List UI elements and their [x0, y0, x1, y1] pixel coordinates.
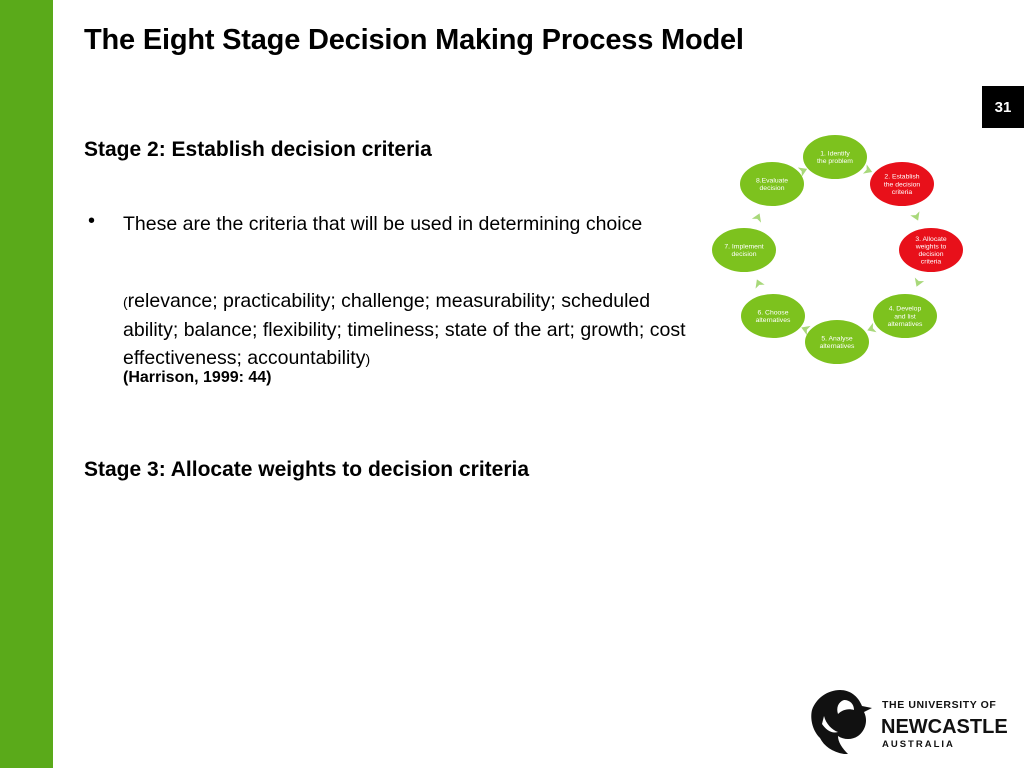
- cycle-arrow-icon: [862, 164, 873, 174]
- cycle-node-label: 7. Implement: [724, 244, 763, 251]
- cycle-node-label: decision: [732, 251, 757, 258]
- cycle-arrow-icon: [751, 213, 762, 223]
- citation: (Harrison, 1999: 44): [123, 369, 272, 386]
- cycle-node-shape: [805, 320, 869, 364]
- cycle-node-label: criteria: [892, 189, 913, 196]
- slide-title: The Eight Stage Decision Making Process …: [84, 24, 744, 56]
- cycle-arrow-icon: [914, 277, 925, 287]
- logo-line-1: THE UNIVERSITY OF: [882, 699, 996, 711]
- cycle-arrow-icon: [797, 167, 808, 177]
- bullet-marker: •: [88, 210, 96, 232]
- cycle-node-label: 4. Develop: [889, 306, 922, 313]
- cycle-node-shape: [712, 228, 776, 272]
- cycle-node-label: the decision: [884, 181, 920, 188]
- cycle-arrow-icon: [801, 325, 811, 336]
- cycle-node-label: the problem: [817, 158, 853, 165]
- cycle-node-shape: [873, 294, 937, 338]
- close-paren: ): [365, 351, 371, 367]
- stage-2-heading: Stage 2: Establish decision criteria: [84, 138, 432, 161]
- cycle-node-label: 8.Evaluate: [756, 178, 788, 185]
- cycle-node-label: 2. Establish: [884, 174, 919, 181]
- cycle-node-label: 5. Analyse: [821, 336, 853, 343]
- bullet-text: These are the criteria that will be used…: [123, 213, 643, 235]
- logo-line-2: NEWCASTLE: [881, 716, 1008, 738]
- cycle-node-shape: [899, 228, 963, 272]
- cycle-node-label: 6. Choose: [758, 310, 789, 317]
- cycle-node-shape: [803, 135, 867, 179]
- stage-3-heading: Stage 3: Allocate weights to decision cr…: [84, 458, 530, 481]
- cycle-node-label: weights to: [915, 244, 947, 251]
- cycle-node-label: alternatives: [820, 343, 855, 350]
- university-logo: THE UNIVERSITY OF NEWCASTLE AUSTRALIA: [811, 690, 1008, 754]
- cycle-node-label: criteria: [921, 259, 942, 266]
- cycle-node-label: alternatives: [756, 317, 791, 324]
- cycle-node-label: alternatives: [888, 321, 923, 328]
- seahorse-emblem-icon: [811, 690, 872, 754]
- cycle-arrow-icon: [910, 211, 920, 221]
- cycle-node-label: decision: [919, 251, 944, 258]
- cycle-node-label: decision: [760, 185, 785, 192]
- criteria-text: relevance; practicability; challenge; me…: [123, 290, 686, 369]
- cycle-node-label: and list: [894, 313, 916, 320]
- logo-line-3: AUSTRALIA: [882, 739, 955, 750]
- cycle-node-shape: [740, 162, 804, 206]
- criteria-list: (relevance; practicability; challenge; m…: [123, 287, 693, 373]
- page-number-badge: 31: [982, 86, 1024, 128]
- open-paren: (: [123, 294, 128, 310]
- cycle-node-shape: [870, 162, 934, 206]
- cycle-arrow-icon: [867, 322, 877, 333]
- cycle-arrows: [751, 164, 925, 336]
- cycle-node-label: 1. Identify: [820, 151, 850, 158]
- green-sidebar: [0, 0, 53, 768]
- cycle-node-shape: [741, 294, 805, 338]
- cycle-arrow-icon: [755, 279, 765, 289]
- cycle-node-label: 3. Allocate: [915, 236, 947, 243]
